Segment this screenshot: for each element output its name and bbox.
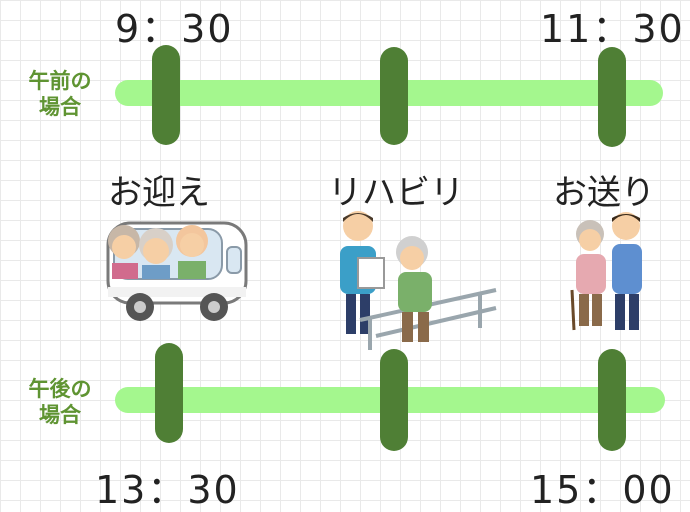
afternoon-dropoff-marker (598, 349, 626, 451)
pickup-bus-illustration (106, 221, 248, 321)
afternoon-label: 午後の 場合 (20, 376, 100, 428)
afternoon-pickup-marker (155, 343, 183, 443)
afternoon-end-time: 15：00 (530, 468, 675, 512)
morning-label-line1: 午前の (28, 69, 92, 93)
step-dropoff-label: お送り (553, 173, 655, 213)
morning-label-line2: 場合 (39, 95, 81, 119)
morning-end-time: 11：30 (540, 7, 685, 51)
morning-start-time: 9：30 (115, 7, 234, 51)
afternoon-rehab-marker (380, 349, 408, 451)
afternoon-label-line1: 午後の (28, 377, 92, 401)
morning-dropoff-marker (598, 47, 626, 147)
afternoon-start-time: 13：30 (95, 468, 240, 512)
morning-pickup-marker (152, 45, 180, 145)
escort-home-illustration (570, 212, 642, 331)
step-rehab-label: リハビリ (328, 173, 464, 213)
morning-label: 午前の 場合 (20, 68, 100, 120)
rehabilitation-illustration (340, 211, 497, 350)
afternoon-label-line2: 場合 (39, 403, 81, 427)
morning-rehab-marker (380, 47, 408, 145)
step-pickup-label: お迎え (108, 173, 210, 213)
